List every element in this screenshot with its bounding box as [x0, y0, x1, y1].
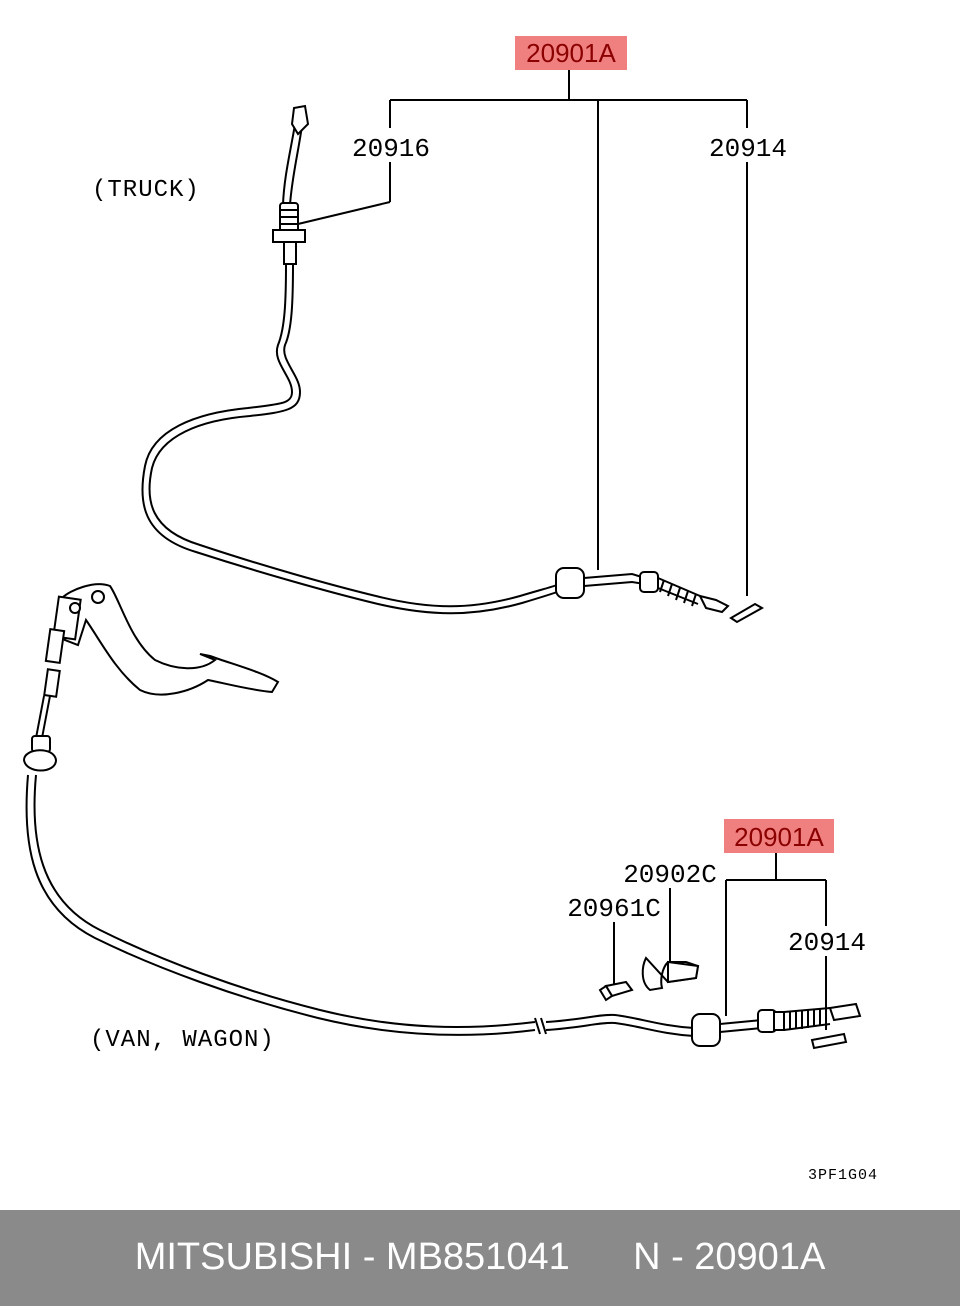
bottom-clip-label[interactable]: 20902C	[623, 860, 717, 890]
bottom-right-part-label[interactable]: 20914	[788, 928, 866, 958]
figure-code: 3PF1G04	[808, 1167, 878, 1184]
parts-diagram: 20901A 20916 20914 (TRUCK)	[22, 36, 878, 1184]
top-assembly-highlight	[515, 36, 627, 70]
van-clutch-cable	[22, 735, 862, 1050]
top-left-part-label[interactable]: 20916	[352, 134, 430, 164]
footer-bar: MITSUBISHI - MB851041 N - 20901A	[0, 1210, 960, 1306]
truck-label: (TRUCK)	[92, 177, 200, 204]
cable-bolt	[598, 980, 634, 1002]
bottom-bolt-label[interactable]: 20961C	[567, 894, 661, 924]
top-right-part-label[interactable]: 20914	[709, 134, 787, 164]
clutch-pedal	[35, 583, 280, 739]
top-leader-lines	[297, 70, 748, 596]
cable-clip	[641, 956, 700, 992]
bottom-leader-lines	[613, 853, 827, 1030]
truck-clutch-cable	[141, 104, 765, 624]
van-wagon-label: (VAN, WAGON)	[90, 1027, 275, 1054]
top-assembly-label[interactable]: 20901A	[526, 38, 616, 68]
footer-part-info: MITSUBISHI - MB851041 N - 20901A	[134, 1236, 826, 1278]
bottom-assembly-highlight	[724, 819, 834, 853]
bottom-assembly-label[interactable]: 20901A	[734, 822, 824, 852]
